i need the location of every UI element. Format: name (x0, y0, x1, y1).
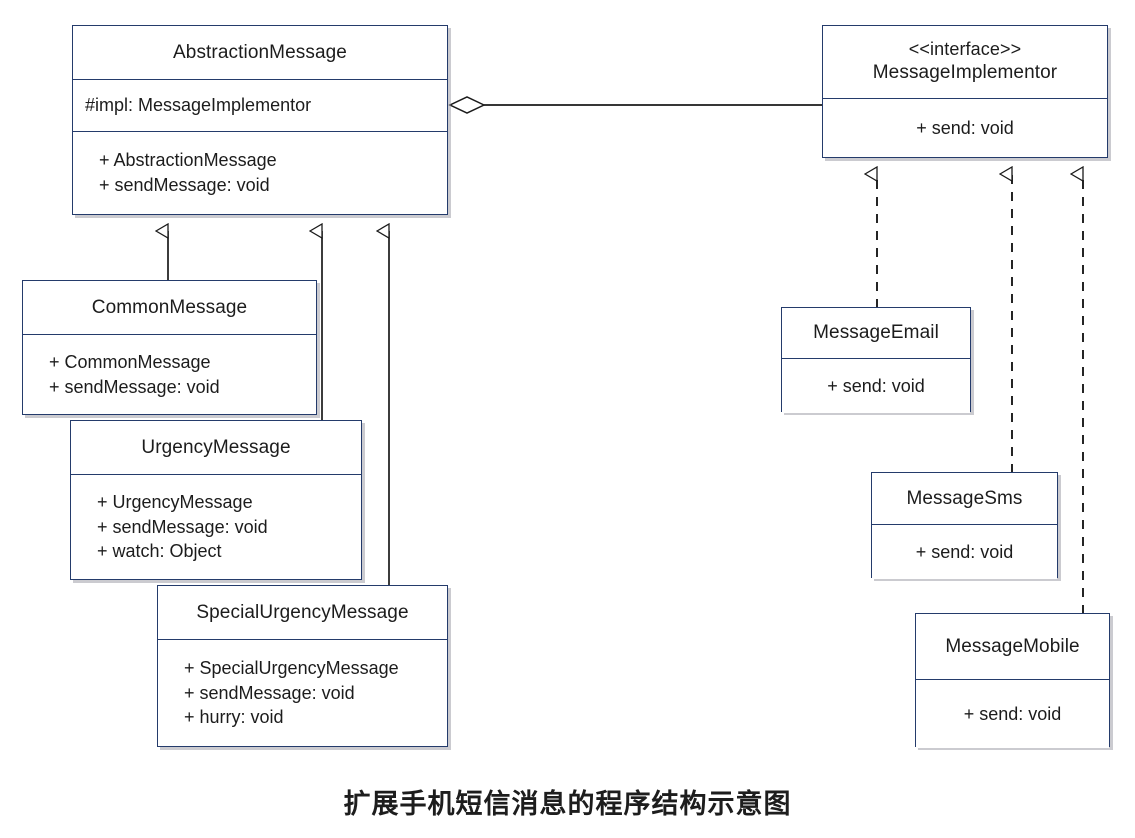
operation-send: + send: void (915, 541, 1014, 562)
class-box-message-mobile[interactable]: MessageMobile + send: void (915, 613, 1110, 748)
class-operations-message-implementor: + send: void (823, 98, 1107, 157)
class-box-special-urgency-message[interactable]: SpecialUrgencyMessage + SpecialUrgencyMe… (157, 585, 448, 747)
operation-send: + send: void (963, 703, 1062, 724)
class-operations-common-message: + CommonMessage + sendMessage: void (23, 334, 316, 414)
class-box-message-sms[interactable]: MessageSms + send: void (871, 472, 1058, 579)
class-title-common-message: CommonMessage (23, 281, 316, 334)
class-name-label: SpecialUrgencyMessage (196, 601, 409, 623)
stereotype-label: <<interface>> (908, 39, 1022, 60)
operation-send-message: + sendMessage: void (99, 175, 270, 195)
diagram-caption: 扩展手机短信消息的程序结构示意图 (343, 789, 792, 819)
class-operations-urgency-message: + UrgencyMessage + sendMessage: void + w… (71, 474, 361, 579)
class-operations-special-urgency-message: + SpecialUrgencyMessage + sendMessage: v… (158, 639, 447, 746)
operation-constructor: + SpecialUrgencyMessage (184, 657, 399, 678)
class-title-message-email: MessageEmail (782, 308, 970, 358)
class-name-label: MessageEmail (813, 322, 939, 344)
class-box-message-implementor[interactable]: <<interface>> MessageImplementor + send:… (822, 25, 1108, 158)
operation-constructor: + UrgencyMessage (97, 491, 253, 512)
class-title-urgency-message: UrgencyMessage (71, 421, 361, 474)
class-name-label: AbstractionMessage (173, 41, 347, 63)
class-name-label: MessageMobile (945, 635, 1080, 657)
operation-hurry: + hurry: void (184, 707, 284, 728)
class-box-urgency-message[interactable]: UrgencyMessage + UrgencyMessage + sendMe… (70, 420, 362, 580)
class-box-common-message[interactable]: CommonMessage + CommonMessage + sendMess… (22, 280, 317, 415)
class-name-label: MessageSms (906, 487, 1023, 509)
class-operations-message-email: + send: void (782, 358, 970, 413)
class-name-label: CommonMessage (91, 296, 248, 318)
class-operations-message-sms: + send: void (872, 524, 1057, 579)
operation-constructor: + AbstractionMessage (99, 150, 277, 171)
class-box-abstraction-message[interactable]: AbstractionMessage #impl: MessageImpleme… (72, 25, 448, 215)
operation-send: + send: void (916, 117, 1014, 138)
class-name-label: MessageImplementor (872, 62, 1058, 84)
operation-send-message: + sendMessage: void (49, 376, 220, 397)
operation-watch: + watch: Object (97, 541, 222, 562)
operation-constructor: + CommonMessage (49, 351, 211, 372)
class-box-message-email[interactable]: MessageEmail + send: void (781, 307, 971, 413)
class-title-message-sms: MessageSms (872, 473, 1057, 524)
class-title-special-urgency-message: SpecialUrgencyMessage (158, 586, 447, 639)
operation-send-message: + sendMessage: void (184, 682, 355, 703)
operation-send-message: + sendMessage: void (97, 516, 268, 537)
class-operations-message-mobile: + send: void (916, 679, 1109, 748)
attribute-impl: #impl: MessageImplementor (85, 95, 312, 116)
aggregation-abstraction-implementor (448, 96, 822, 114)
class-title-message-mobile: MessageMobile (916, 614, 1109, 679)
class-operations-abstraction-message: + AbstractionMessage + sendMessage: void (73, 131, 447, 214)
class-title-message-implementor: <<interface>> MessageImplementor (823, 26, 1107, 98)
class-title-abstraction-message: AbstractionMessage (73, 26, 447, 79)
operation-send: + send: void (827, 375, 925, 396)
class-attributes-abstraction-message: #impl: MessageImplementor (73, 79, 447, 131)
class-name-label: UrgencyMessage (141, 436, 291, 458)
